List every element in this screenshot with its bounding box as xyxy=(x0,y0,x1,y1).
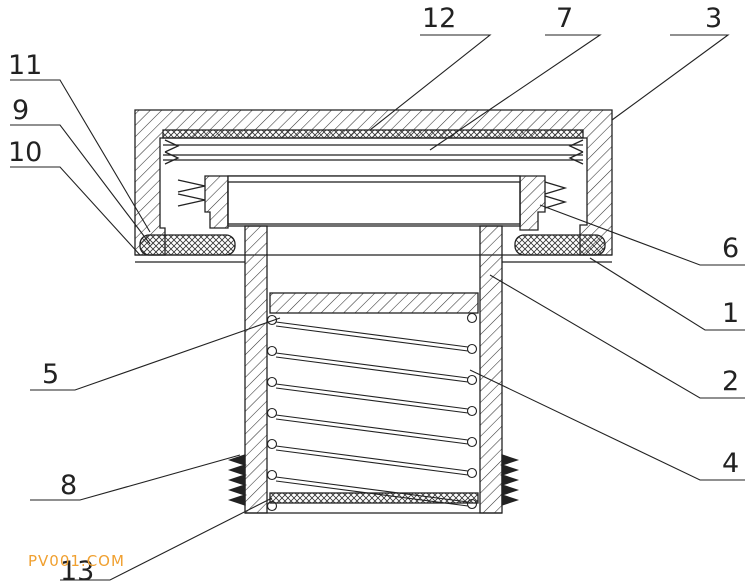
spring-wire-section xyxy=(266,345,278,357)
spring-wire-section xyxy=(266,438,278,450)
side-teeth xyxy=(177,179,568,209)
spring-coil xyxy=(275,352,469,379)
label-12: 12 xyxy=(422,3,456,34)
tube-wall-left xyxy=(244,225,268,514)
spring-coil xyxy=(275,449,469,476)
spring-wire-section xyxy=(466,312,478,324)
tube-wall-right xyxy=(479,225,503,514)
spring-wire-section xyxy=(266,376,278,388)
label-9: 9 xyxy=(12,95,29,126)
outer-threads-right xyxy=(499,454,520,506)
spring-coil xyxy=(275,418,469,445)
spring-coil xyxy=(275,445,469,472)
top-seal-strip xyxy=(162,129,584,139)
spring-coil xyxy=(275,480,469,507)
outer-threads-left xyxy=(227,454,248,506)
label-11: 11 xyxy=(8,50,42,81)
bottom-plate xyxy=(269,492,479,504)
label-13: 13 xyxy=(60,556,94,586)
spring-wire-section xyxy=(466,405,478,417)
spring-wire-section xyxy=(466,498,478,510)
spring-wire-section xyxy=(266,469,278,481)
spring-coil xyxy=(275,476,469,503)
spring-wire-section xyxy=(266,407,278,419)
spring-wire-section xyxy=(266,314,278,326)
label-10: 10 xyxy=(8,137,42,168)
watermark: PV001.COM xyxy=(28,552,125,570)
label-6: 6 xyxy=(722,233,739,264)
label-7: 7 xyxy=(556,3,573,34)
spring-wire-section xyxy=(266,500,278,512)
spring-coil xyxy=(275,325,469,352)
spring-coil xyxy=(275,387,469,414)
spring-coil xyxy=(275,383,469,410)
label-2: 2 xyxy=(722,366,739,397)
left-gasket xyxy=(139,234,236,256)
label-5: 5 xyxy=(42,359,59,390)
spring-wire-section xyxy=(466,436,478,448)
right-gasket xyxy=(514,234,606,256)
label-8: 8 xyxy=(60,470,77,501)
part-number-labels: 12 7 3 11 9 10 6 1 5 2 4 8 13 xyxy=(8,3,739,586)
label-4: 4 xyxy=(722,448,739,479)
spring-coil xyxy=(275,321,469,348)
label-1: 1 xyxy=(722,298,739,329)
piston-plate xyxy=(269,292,479,314)
cap-inner-teeth xyxy=(164,139,584,165)
coil-spring xyxy=(266,312,478,512)
label-3: 3 xyxy=(705,3,722,34)
spring-coil xyxy=(275,414,469,441)
spring-wire-section xyxy=(466,343,478,355)
spring-coil xyxy=(275,356,469,383)
leader-lines xyxy=(10,34,745,581)
spring-wire-section xyxy=(466,374,478,386)
spring-wire-section xyxy=(466,467,478,479)
